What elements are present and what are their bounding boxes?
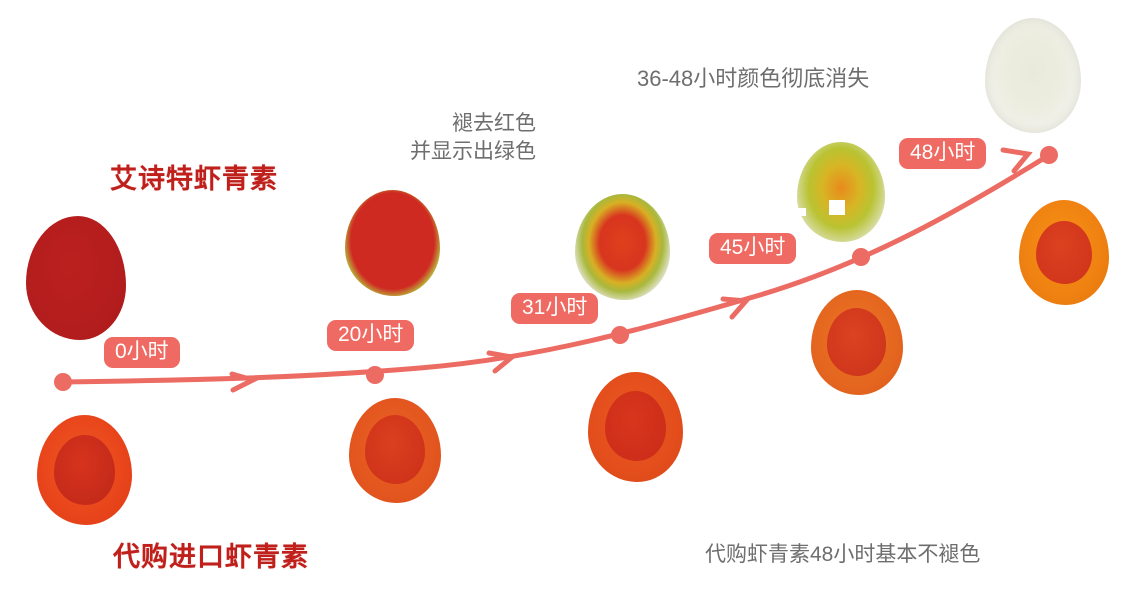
sample-core bbox=[1036, 221, 1092, 284]
brand-label-test: 艾诗特虾青素 bbox=[110, 164, 278, 194]
note-color-change-line2: 并显示出绿色 bbox=[410, 140, 536, 164]
sample-48h-ctrl bbox=[1019, 200, 1109, 305]
timeline-node-0h bbox=[54, 373, 72, 391]
note-complete-fade: 36-48小时颜色彻底消失 bbox=[637, 66, 870, 91]
timeline-nodes bbox=[54, 146, 1058, 391]
sample-45h-test bbox=[794, 142, 885, 242]
sample-marker-white-1 bbox=[828, 200, 845, 215]
sample-core bbox=[364, 414, 426, 485]
sample-core bbox=[605, 390, 666, 462]
sample-marker-white-2 bbox=[794, 208, 807, 216]
sample-31h-test bbox=[575, 194, 670, 300]
sample-48h-test bbox=[985, 18, 1081, 133]
sample-0h-test bbox=[26, 216, 126, 340]
timeline-node-45h bbox=[852, 248, 870, 266]
note-color-change: 褪去红色 并显示出绿色 bbox=[410, 110, 536, 167]
timeline-node-48h bbox=[1040, 146, 1058, 164]
sample-20h-ctrl bbox=[349, 398, 441, 503]
badge-0h[interactable]: 0小时 bbox=[104, 337, 180, 368]
sample-20h-test bbox=[345, 190, 440, 296]
badge-20h[interactable]: 20小时 bbox=[327, 320, 415, 351]
timeline-node-20h bbox=[366, 366, 384, 384]
timeline-arrowheads bbox=[229, 147, 1033, 393]
sample-45h-ctrl bbox=[811, 290, 903, 395]
note-control-no-fade: 代购虾青素48小时基本不褪色 bbox=[705, 543, 981, 566]
sample-core bbox=[54, 434, 115, 506]
sample-31h-ctrl bbox=[588, 372, 683, 482]
note-color-change-line1: 褪去红色 bbox=[452, 112, 536, 135]
badge-48h[interactable]: 48小时 bbox=[899, 138, 987, 169]
badge-45h[interactable]: 45小时 bbox=[709, 233, 797, 264]
badge-31h[interactable]: 31小时 bbox=[511, 293, 599, 324]
sample-0h-ctrl bbox=[37, 415, 132, 525]
sample-core bbox=[826, 307, 887, 377]
brand-label-control: 代购进口虾青素 bbox=[113, 542, 309, 572]
timeline-node-31h bbox=[611, 326, 629, 344]
timeline-path bbox=[60, 154, 1049, 385]
